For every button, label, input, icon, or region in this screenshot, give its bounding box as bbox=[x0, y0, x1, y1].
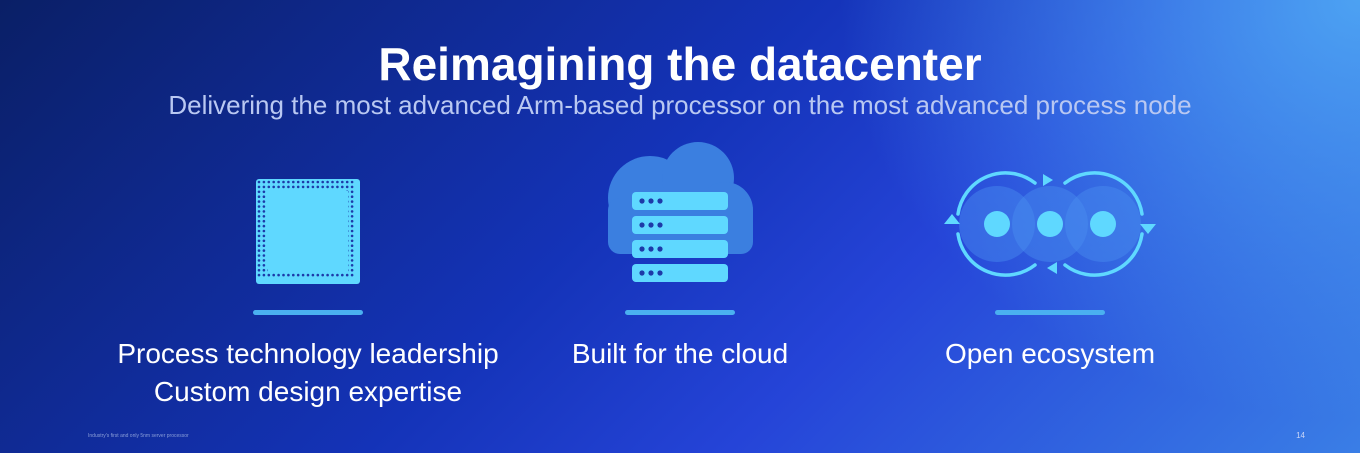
pillar-label-line1: Built for the cloud bbox=[571, 338, 789, 369]
chip-icon bbox=[256, 179, 360, 284]
pillar-label-line2: Custom design expertise bbox=[153, 376, 463, 407]
ecosystem-icon bbox=[944, 171, 1156, 277]
cloud-server-icon bbox=[608, 142, 753, 282]
page-number: 14 bbox=[1296, 431, 1305, 440]
pillar-label: Process technology leadership Custom des… bbox=[98, 335, 518, 411]
slide-title: Reimagining the datacenter bbox=[378, 38, 982, 90]
pillar-underline bbox=[995, 310, 1105, 315]
footnote: Industry's first and only 5nm server pro… bbox=[88, 433, 189, 439]
pillar-label-line1: Open ecosystem bbox=[944, 338, 1156, 369]
pillar-label-line1: Process technology leadership bbox=[117, 338, 499, 369]
pillar-underline bbox=[253, 310, 363, 315]
slide-subtitle: Delivering the most advanced Arm-based p… bbox=[168, 90, 1192, 120]
pillar-underline bbox=[625, 310, 735, 315]
pillar-label: Built for the cloud bbox=[470, 335, 890, 373]
pillar-label: Open ecosystem bbox=[840, 335, 1260, 373]
